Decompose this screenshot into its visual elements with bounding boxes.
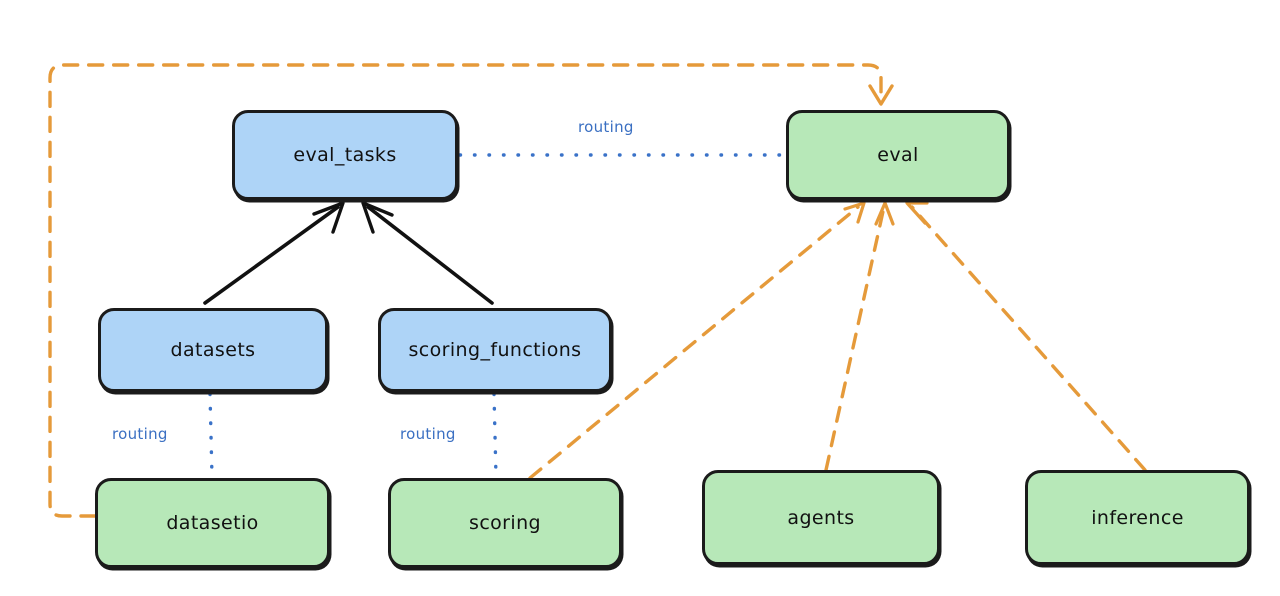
node-datasetio[interactable]: datasetio bbox=[95, 478, 330, 568]
node-label: agents bbox=[787, 506, 855, 529]
node-eval-tasks[interactable]: eval_tasks bbox=[232, 110, 458, 200]
edge-scoring_functions-to-eval_tasks bbox=[361, 201, 494, 305]
edge-datasetio-to-eval bbox=[48, 63, 894, 518]
edge-datasets-to-eval_tasks bbox=[203, 201, 345, 305]
edge-inference-to-eval bbox=[905, 201, 1147, 472]
node-label: inference bbox=[1091, 506, 1184, 529]
node-label: datasetio bbox=[166, 512, 259, 534]
edge-label-routing-datasetio: routing bbox=[112, 425, 168, 443]
node-label: eval_tasks bbox=[293, 144, 397, 166]
edge-agents-to-eval bbox=[824, 201, 895, 472]
node-label: scoring_functions bbox=[408, 339, 582, 361]
edge-label-routing-eval: routing bbox=[578, 118, 634, 136]
edge-datasets-to-datasetio bbox=[208, 392, 214, 479]
node-label: scoring bbox=[469, 512, 541, 534]
node-scoring[interactable]: scoring bbox=[388, 478, 622, 568]
edge-scoring_functions-to-scoring bbox=[492, 392, 498, 479]
node-inference[interactable]: inference bbox=[1025, 470, 1250, 565]
node-label: datasets bbox=[170, 339, 256, 361]
node-label: eval bbox=[877, 144, 919, 166]
edge-label-routing-scoring: routing bbox=[400, 425, 456, 443]
node-agents[interactable]: agents bbox=[702, 470, 940, 565]
node-scoring-functions[interactable]: scoring_functions bbox=[378, 308, 612, 392]
node-eval[interactable]: eval bbox=[786, 110, 1010, 200]
node-datasets[interactable]: datasets bbox=[98, 308, 328, 392]
